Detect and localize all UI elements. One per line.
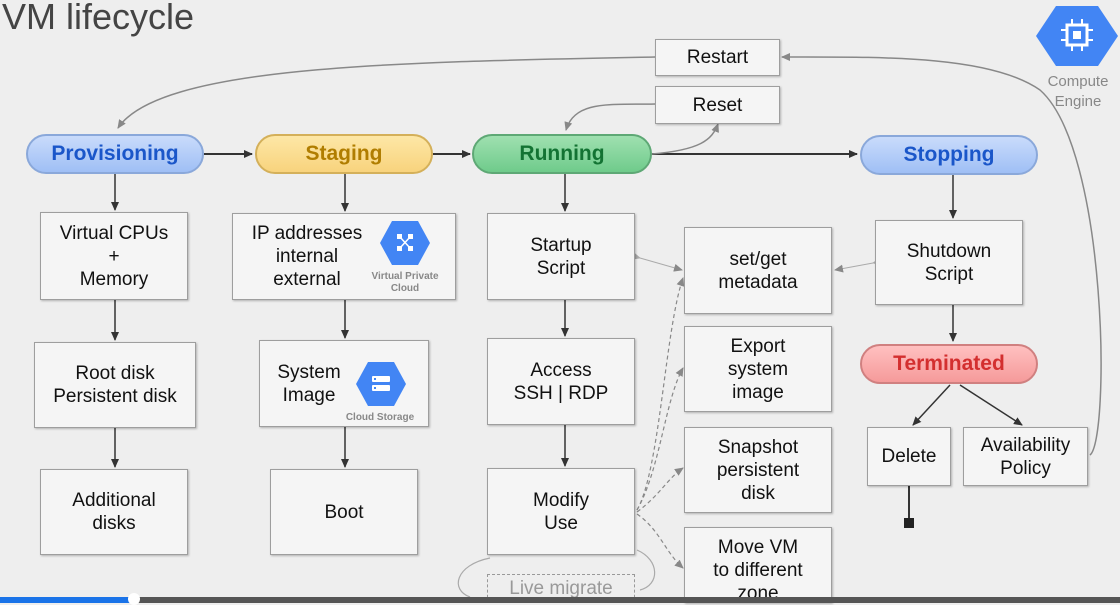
- availability-policy-box: Availability Policy: [963, 427, 1088, 486]
- box-line: Script: [924, 263, 974, 285]
- metadata-box: set/get metadata: [684, 227, 832, 314]
- box-line: Boot: [324, 501, 364, 523]
- restart-label: Restart: [686, 47, 749, 68]
- box-line: Persistent disk: [53, 386, 177, 407]
- box-line: internal: [275, 246, 339, 267]
- box-line: disks: [92, 513, 136, 534]
- box-line: Startup: [530, 234, 592, 256]
- move-vm-box: Move VM to different zone: [684, 527, 832, 604]
- system-image-box: System Image: [259, 340, 429, 427]
- access-box: Access SSH | RDP: [487, 338, 635, 425]
- modify-use-box: Modify Use: [487, 468, 635, 555]
- box-line: external: [273, 269, 341, 290]
- box-line: Availability: [980, 434, 1071, 456]
- network-hex-icon: [380, 221, 430, 265]
- boot-box: Boot: [270, 469, 418, 555]
- state-running: Running: [472, 134, 652, 174]
- page-title: VM lifecycle: [2, 0, 195, 37]
- snapshot-box: Snapshot persistent disk: [684, 427, 832, 513]
- box-line: Snapshot: [717, 436, 799, 458]
- compute-engine-line: Engine: [1054, 93, 1102, 110]
- box-line: System: [277, 361, 341, 383]
- startup-script-box: Startup Script: [487, 213, 635, 300]
- video-progress-fill: [0, 597, 135, 603]
- box-line: Access: [530, 359, 592, 381]
- box-line: Root disk: [75, 363, 155, 384]
- box-line: Modify: [533, 489, 589, 511]
- storage-hex-icon: [356, 362, 406, 406]
- box-line: to different: [713, 560, 803, 581]
- delete-box: Delete: [867, 427, 951, 486]
- box-line: Virtual CPUs: [59, 222, 169, 244]
- box-line: Image: [282, 384, 336, 406]
- shutdown-script-box: Shutdown Script: [875, 220, 1023, 305]
- compute-engine-label: Compute Engine: [1040, 72, 1116, 112]
- storage-label: Cloud Storage: [345, 412, 415, 423]
- compute-engine-line: Compute: [1047, 73, 1109, 90]
- vpc-label: Virtual Private Cloud: [360, 271, 450, 295]
- state-provisioning: Provisioning: [26, 134, 204, 174]
- box-line: metadata: [718, 271, 798, 293]
- reset-label: Reset: [692, 94, 743, 116]
- box-line: Export: [730, 335, 786, 357]
- video-scrubber-handle[interactable]: [128, 593, 141, 605]
- box-line: Additional: [72, 490, 156, 511]
- box-line: Shutdown: [906, 240, 992, 262]
- ip-addresses-box: IP addresses internal external: [232, 213, 456, 300]
- box-line: Script: [536, 257, 586, 279]
- additional-disks-box: Additional disks: [40, 469, 188, 555]
- box-line: persistent: [716, 459, 800, 481]
- box-line: system: [727, 358, 789, 380]
- state-staging: Staging: [255, 134, 433, 174]
- box-line: IP addresses: [251, 223, 363, 244]
- box-line: Move VM: [717, 537, 799, 558]
- box-line: Use: [544, 512, 578, 534]
- video-progress-bar[interactable]: [0, 593, 1120, 605]
- box-line: Policy: [1000, 457, 1051, 479]
- box-line: Delete: [881, 446, 937, 467]
- root-disk-box: Root disk Persistent disk: [34, 342, 196, 428]
- box-line: SSH | RDP: [513, 382, 609, 404]
- restart-box: Restart: [655, 39, 780, 76]
- chip-hex-icon: [1036, 6, 1118, 66]
- vpc-label-line: Cloud: [390, 283, 420, 294]
- reset-box: Reset: [655, 86, 780, 124]
- box-line: Memory: [79, 268, 149, 290]
- box-line: +: [108, 245, 120, 267]
- state-stopping: Stopping: [860, 135, 1038, 175]
- box-line: Live migrate: [509, 578, 613, 599]
- export-image-box: Export system image: [684, 326, 832, 412]
- box-line: disk: [741, 482, 775, 504]
- vcpus-memory-box: Virtual CPUs + Memory: [40, 212, 188, 300]
- vpc-label-line: Virtual Private: [371, 271, 439, 282]
- box-line: set/get: [729, 248, 787, 270]
- state-terminated: Terminated: [860, 344, 1038, 384]
- box-line: image: [732, 381, 784, 403]
